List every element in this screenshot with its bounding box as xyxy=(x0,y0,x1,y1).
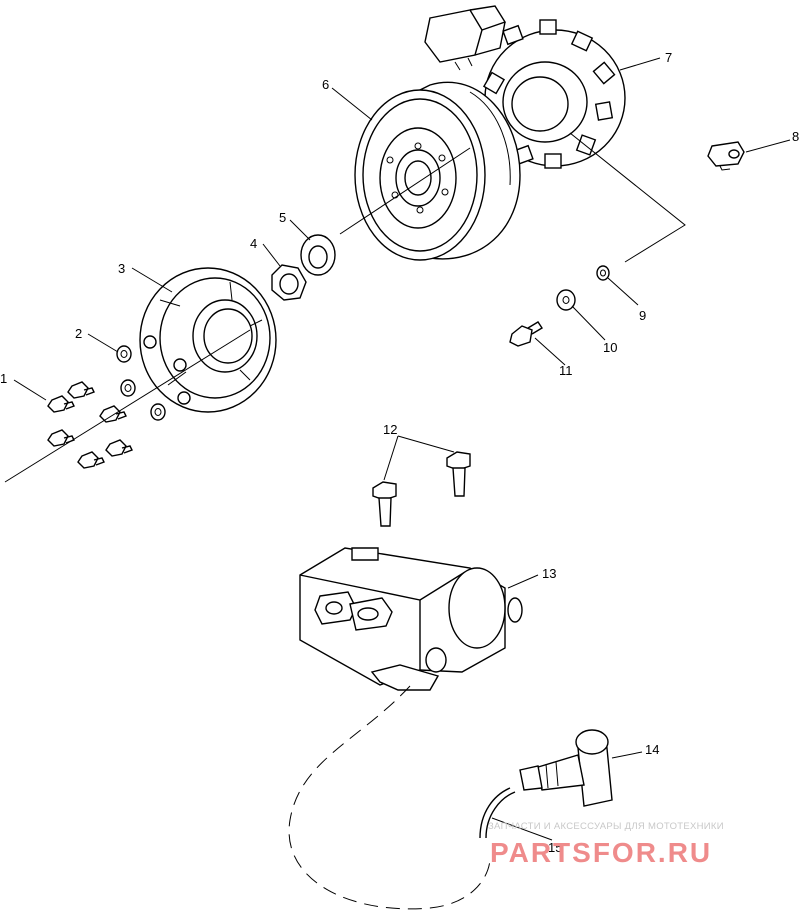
callout-10: 10 xyxy=(603,340,617,355)
callout-1: 1 xyxy=(0,371,7,386)
leader-lines xyxy=(13,57,791,841)
starter-cup-part-3 xyxy=(139,267,277,413)
watermark-tagline: ЗАПЧАСТИ И АКСЕССУАРЫ ДЛЯ МОТОТЕХНИКИ xyxy=(488,821,724,832)
callout-12: 12 xyxy=(383,422,397,437)
callout-5: 5 xyxy=(279,210,286,225)
bolts-part-1 xyxy=(47,381,133,469)
callout-14: 14 xyxy=(645,742,659,757)
clip-part-8 xyxy=(707,141,745,171)
callout-15: 15 xyxy=(548,840,562,855)
screw-part-11 xyxy=(509,321,543,347)
callout-2: 2 xyxy=(75,326,82,341)
callout-9: 9 xyxy=(639,308,646,323)
spark-plug-cap-part-14 xyxy=(519,729,613,807)
watermark-logo: PARTSFOR.RU xyxy=(490,837,712,868)
callout-4: 4 xyxy=(250,236,257,251)
stator-part-7 xyxy=(424,5,626,169)
lockwasher-part-9 xyxy=(596,265,610,281)
ignition-coil-part-13 xyxy=(299,547,523,691)
watermark: ЗАПЧАСТИ И АКСЕССУАРЫ ДЛЯ МОТОТЕХНИКИ PA… xyxy=(488,821,724,868)
bolts-part-12 xyxy=(372,451,471,527)
washer-part-5 xyxy=(300,234,336,276)
callout-3: 3 xyxy=(118,261,125,276)
callout-7: 7 xyxy=(665,50,672,65)
ignition-lead-part-15 xyxy=(479,787,516,839)
washer-part-10 xyxy=(556,289,576,311)
flywheel-part-6 xyxy=(354,81,521,261)
washers-part-2 xyxy=(116,345,166,421)
callout-11: 11 xyxy=(559,363,573,378)
callout-6: 6 xyxy=(322,77,329,92)
nut-part-4 xyxy=(271,264,307,301)
assembly-lines xyxy=(4,132,686,910)
callout-8: 8 xyxy=(792,129,799,144)
callout-13: 13 xyxy=(542,566,556,581)
